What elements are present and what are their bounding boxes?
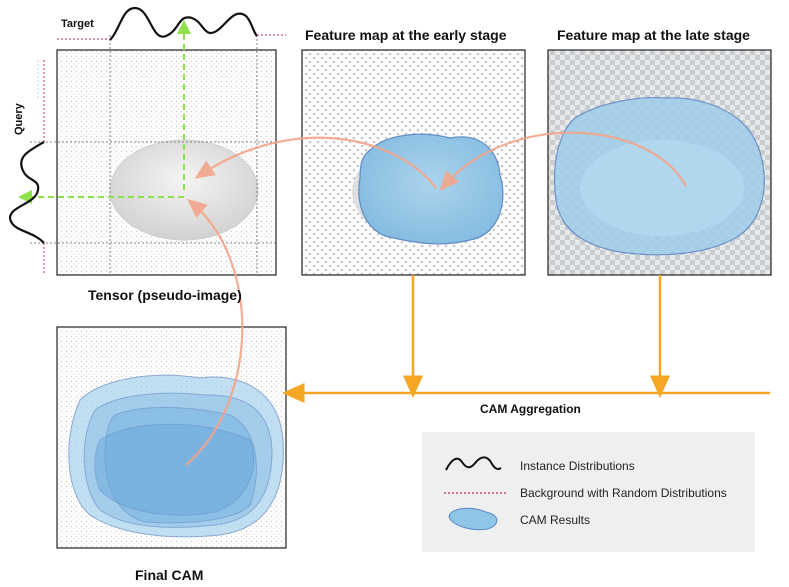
wave-icon	[445, 456, 502, 471]
early-to-tensor-arrow	[194, 136, 437, 189]
late-to-early-arrow	[439, 131, 687, 191]
query-distribution-wave	[8, 141, 45, 244]
target-distribution-wave	[109, 6, 258, 41]
early-cam-blob	[358, 133, 504, 245]
late-stage-title: Feature map at the late stage	[557, 27, 750, 43]
legend-cam-label: CAM Results	[520, 513, 590, 527]
early-feature-map	[301, 49, 526, 276]
legend: Instance Distributions Background with R…	[422, 432, 755, 552]
target-label: Target	[61, 18, 94, 30]
early-stage-title: Feature map at the early stage	[305, 27, 507, 43]
tensor-panel	[8, 6, 286, 276]
late-feature-map	[547, 49, 772, 276]
final-to-tensor-arrow	[185, 198, 244, 466]
final-cam-panel	[56, 326, 287, 549]
tensor-label: Tensor (pseudo-image)	[88, 287, 242, 303]
query-label: Query	[13, 102, 25, 135]
blob-icon	[448, 507, 498, 531]
legend-background-label: Background with Random Distributions	[520, 486, 727, 500]
final-cam-label: Final CAM	[135, 567, 203, 583]
aggregation-label: CAM Aggregation	[480, 402, 581, 416]
legend-instance-label: Instance Distributions	[520, 459, 635, 473]
